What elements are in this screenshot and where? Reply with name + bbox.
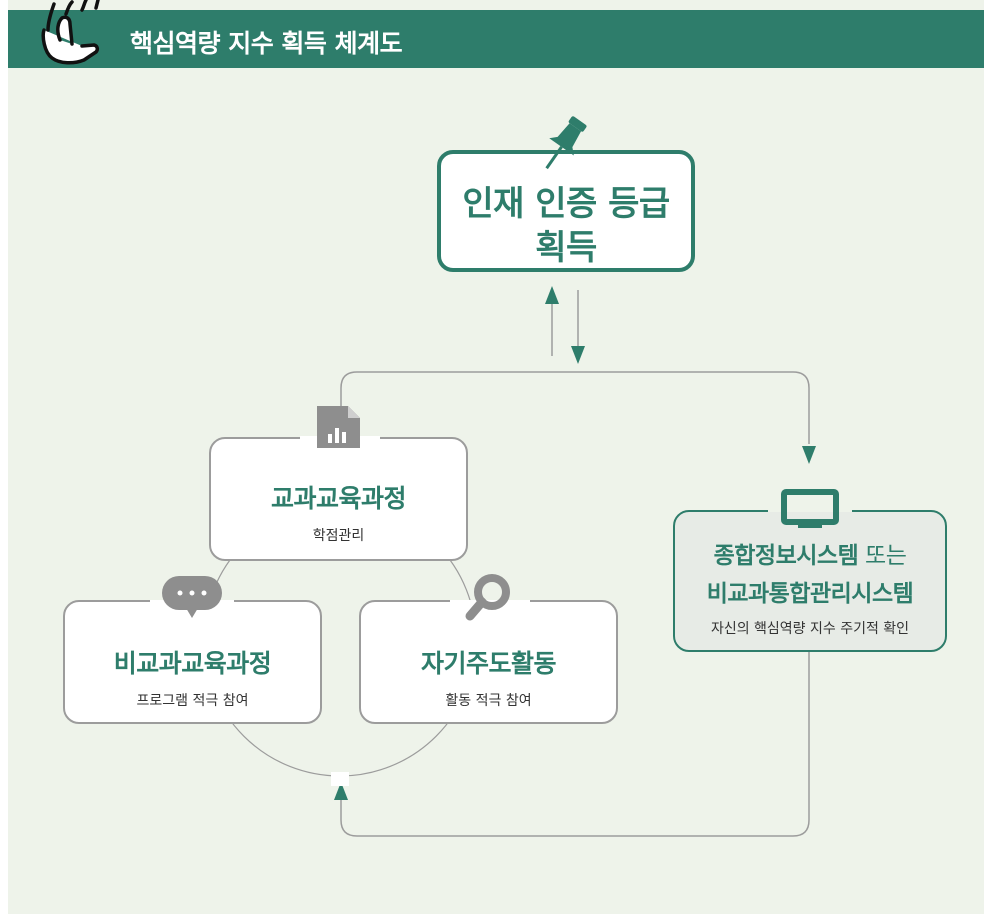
curricular-box: 교과교육과정 학점관리 [209,437,468,561]
goal-text: 인재 인증 등급 획득 [441,182,691,270]
down-arrow-head [571,346,585,364]
magnifier-icon [450,574,530,624]
self-directed-title: 자기주도활동 [420,649,557,678]
page-title: 핵심역량 지수 획득 체계도 [130,29,403,58]
goal-line-2: 획득 [535,228,597,268]
system-desc: 자신의 핵심역량 지수 주기적 확인 [710,621,910,637]
pointing-hand-icon [41,0,100,65]
up-arrow-head [545,286,559,304]
extracurricular-sub: 프로그램 적극 참여 [136,693,249,709]
cycle-gap [331,772,349,786]
system-name-1: 종합정보시스템 [713,543,859,569]
system-arrow-head [802,446,816,464]
self-directed-sub: 활동 적극 참여 [445,693,532,709]
system-name-2: 비교과통합관리시스템 [706,581,914,607]
return-arrow-head [334,782,348,800]
curricular-title: 교과교육과정 [270,484,407,513]
extracurricular-title: 비교과교육과정 [113,649,272,678]
speech-bubble-icon [150,576,234,622]
system-connector: 또는 [858,543,907,569]
certification-goal-box: 인재 인증 등급 획득 [437,150,695,272]
header-bar: 핵심역량 지수 획득 체계도 [8,10,984,68]
bottom-loop-line [340,652,810,837]
system-line-1: 종합정보시스템 또는 [675,536,945,570]
monitor-icon [768,488,852,532]
document-chart-icon [300,406,380,452]
top-loop-line [340,371,810,444]
system-box: 종합정보시스템 또는 비교과통합관리시스템 자신의 핵심역량 지수 주기적 확인 [673,510,947,652]
curricular-sub: 학점관리 [312,528,365,544]
goal-line-1: 인재 인증 등급 [462,184,670,224]
pushpin-icon [545,116,587,170]
